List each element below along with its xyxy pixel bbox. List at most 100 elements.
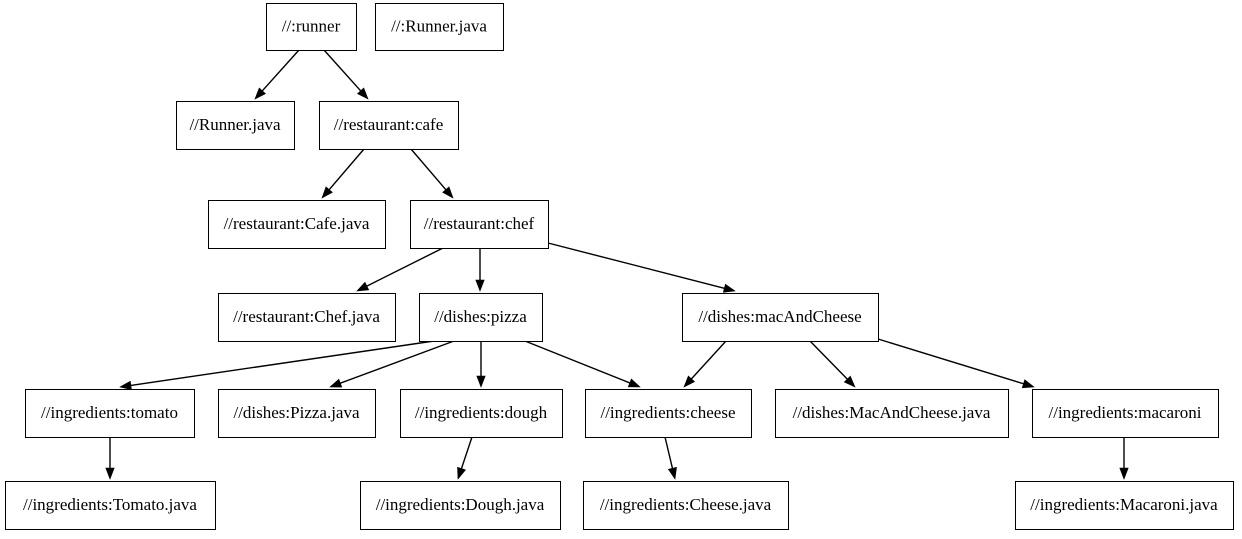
- arrowhead-icon: [476, 375, 486, 388]
- graph-edge: [877, 338, 1035, 389]
- edge-line: [664, 436, 674, 469]
- node-label: //ingredients:dough: [415, 403, 548, 422]
- edge-line: [261, 49, 300, 92]
- graph-edge: [329, 340, 455, 388]
- node-box[interactable]: [418, 292, 544, 343]
- node-box[interactable]: [207, 199, 387, 250]
- graph-node-restaurant_chef[interactable]: //restaurant:chef: [409, 199, 550, 250]
- node-label: //ingredients:cheese: [600, 403, 735, 422]
- graph-node-tomato_java[interactable]: //ingredients:Tomato.java: [4, 480, 217, 531]
- arrowhead-icon: [1119, 467, 1129, 480]
- arrowhead-icon: [119, 380, 132, 390]
- graph-node-restaurant_cafe[interactable]: //restaurant:cafe: [318, 100, 460, 151]
- graph-edge: [809, 340, 856, 388]
- node-label: //dishes:pizza: [434, 307, 527, 326]
- node-label: //dishes:macAndCheese: [698, 307, 861, 326]
- node-box[interactable]: [359, 480, 562, 531]
- edge-line: [690, 340, 727, 380]
- node-box[interactable]: [217, 292, 397, 343]
- node-box[interactable]: [584, 388, 753, 439]
- graph-node-runner_java[interactable]: //Runner.java: [175, 100, 296, 151]
- arrowhead-icon: [329, 378, 343, 388]
- node-label: //dishes:Pizza.java: [233, 403, 360, 422]
- node-label: //:runner: [282, 16, 341, 35]
- node-box[interactable]: [374, 2, 505, 52]
- edge-layer: [105, 49, 1129, 480]
- graph-node-dishes_pizza[interactable]: //dishes:pizza: [418, 292, 544, 343]
- node-label: //ingredients:Tomato.java: [23, 495, 197, 514]
- arrowhead-icon: [1021, 379, 1035, 389]
- graph-node-ing_tomato[interactable]: //ingredients:tomato: [24, 388, 196, 439]
- node-box[interactable]: [217, 388, 377, 439]
- graph-node-runner[interactable]: //:runner: [265, 2, 358, 52]
- graph-edge: [683, 340, 727, 388]
- arrowhead-icon: [667, 466, 677, 480]
- graph-edge: [254, 49, 300, 100]
- graph-edge: [105, 437, 115, 480]
- node-box[interactable]: [4, 480, 217, 531]
- graph-edge: [356, 247, 444, 292]
- arrowhead-icon: [442, 186, 454, 199]
- edge-line: [460, 436, 473, 469]
- node-box[interactable]: [1031, 388, 1220, 439]
- node-box[interactable]: [409, 199, 550, 250]
- node-box[interactable]: [399, 388, 564, 439]
- node-box[interactable]: [681, 292, 880, 343]
- graph-node-runner_java_root[interactable]: //:Runner.java: [374, 2, 505, 52]
- graph-node-cafe_java[interactable]: //restaurant:Cafe.java: [207, 199, 387, 250]
- node-box[interactable]: [774, 388, 1010, 439]
- node-label: //restaurant:cafe: [334, 115, 444, 134]
- node-label: //ingredients:Macaroni.java: [1030, 495, 1218, 514]
- arrowhead-icon: [254, 87, 266, 100]
- arrowhead-icon: [357, 87, 369, 100]
- graph-node-ing_macaroni[interactable]: //ingredients:macaroni: [1031, 388, 1220, 439]
- graph-edge: [547, 242, 736, 293]
- graph-edge: [119, 340, 435, 390]
- graph-edge: [321, 148, 365, 199]
- node-label: //restaurant:Cafe.java: [224, 214, 370, 233]
- node-label: //ingredients:tomato: [41, 403, 178, 422]
- graph-edge: [664, 436, 677, 480]
- graph-edge: [1119, 437, 1129, 480]
- node-label: //ingredients:Dough.java: [376, 495, 545, 514]
- arrowhead-icon: [457, 466, 466, 480]
- node-layer: //:runner //:Runner.java //Runner.java //re…: [4, 2, 1235, 531]
- edge-line: [547, 242, 725, 289]
- graph-edge: [410, 148, 454, 199]
- edge-line: [877, 338, 1024, 385]
- node-box[interactable]: [1014, 480, 1235, 531]
- node-label: //restaurant:Chef.java: [233, 307, 380, 326]
- edge-line: [340, 340, 455, 384]
- node-box[interactable]: [175, 100, 296, 151]
- edge-line: [524, 340, 631, 384]
- graph-edge: [457, 436, 473, 480]
- graph-node-ing_cheese[interactable]: //ingredients:cheese: [584, 388, 753, 439]
- edge-line: [323, 49, 362, 92]
- node-box[interactable]: [24, 388, 196, 439]
- node-label: //dishes:MacAndCheese.java: [793, 403, 991, 422]
- edge-line: [366, 247, 444, 287]
- node-label: //:Runner.java: [391, 16, 487, 35]
- edge-line: [809, 340, 848, 380]
- graph-node-chef_java[interactable]: //restaurant:Chef.java: [217, 292, 397, 343]
- graph-node-cheese_java[interactable]: //ingredients:Cheese.java: [582, 480, 790, 531]
- node-label: //ingredients:Cheese.java: [600, 495, 772, 514]
- arrowhead-icon: [843, 375, 856, 388]
- graph-node-mac_java[interactable]: //dishes:MacAndCheese.java: [774, 388, 1010, 439]
- graph-node-pizza_java[interactable]: //dishes:Pizza.java: [217, 388, 377, 439]
- node-box[interactable]: [265, 2, 358, 52]
- node-label: //restaurant:chef: [424, 214, 535, 233]
- edge-line: [130, 340, 435, 387]
- arrowhead-icon: [321, 186, 333, 199]
- graph-node-macaroni_java[interactable]: //ingredients:Macaroni.java: [1014, 480, 1235, 531]
- graph-node-dishes_mac[interactable]: //dishes:macAndCheese: [681, 292, 880, 343]
- graph-edge: [476, 341, 486, 388]
- node-box[interactable]: [318, 100, 460, 151]
- node-label: //ingredients:macaroni: [1049, 403, 1202, 422]
- graph-node-ing_dough[interactable]: //ingredients:dough: [399, 388, 564, 439]
- arrowhead-icon: [627, 378, 641, 388]
- graph-node-dough_java[interactable]: //ingredients:Dough.java: [359, 480, 562, 531]
- arrowhead-icon: [105, 467, 115, 480]
- node-box[interactable]: [582, 480, 790, 531]
